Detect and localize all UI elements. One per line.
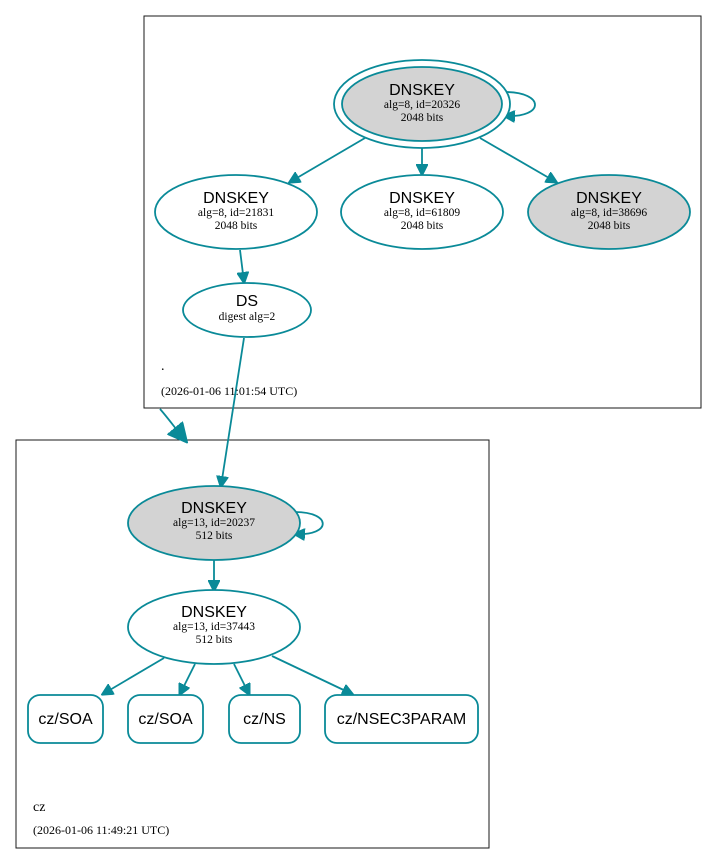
node-root-ksk: DNSKEY alg=8, id=20326 2048 bits bbox=[333, 59, 511, 149]
node-cz-zsk-line-1: alg=13, id=37443 bbox=[173, 621, 255, 633]
node-root-ksk-title: DNSKEY bbox=[389, 82, 455, 99]
node-root-ksk-line-1: alg=8, id=20326 bbox=[384, 99, 460, 111]
node-root-key-38696-line-1: alg=8, id=38696 bbox=[571, 207, 647, 219]
node-cz-soa-1: cz/SOA bbox=[27, 694, 104, 744]
edge-cz-zsk-to-ns bbox=[233, 663, 249, 694]
edge-cz-zsk-to-soa-1 bbox=[103, 657, 165, 694]
zone-root-name: . bbox=[161, 359, 165, 374]
node-cz-nsec3param-label: cz/NSEC3PARAM bbox=[337, 711, 467, 728]
node-root-zsk-21831: DNSKEY alg=8, id=21831 2048 bits bbox=[154, 174, 318, 250]
node-root-zsk-61809-line-1: alg=8, id=61809 bbox=[384, 207, 460, 219]
node-cz-nsec3param: cz/NSEC3PARAM bbox=[324, 694, 479, 744]
node-cz-soa-2: cz/SOA bbox=[127, 694, 204, 744]
edge-21831-to-ds bbox=[240, 249, 244, 282]
node-cz-ksk: DNSKEY alg=13, id=20237 512 bits bbox=[127, 485, 301, 561]
node-cz-zsk-title: DNSKEY bbox=[181, 604, 247, 621]
edge-root-ksk-to-21831 bbox=[290, 137, 366, 182]
node-root-ksk-line-2: 2048 bits bbox=[401, 112, 444, 124]
node-cz-ksk-line-2: 512 bits bbox=[196, 530, 233, 542]
node-root-key-38696: DNSKEY alg=8, id=38696 2048 bits bbox=[527, 174, 691, 250]
node-root-zsk-61809-title: DNSKEY bbox=[389, 190, 455, 207]
node-root-key-38696-line-2: 2048 bits bbox=[588, 220, 631, 232]
zone-cz-name: cz bbox=[33, 800, 45, 815]
self-loop-cz-ksk bbox=[295, 511, 324, 534]
node-cz-ns: cz/NS bbox=[228, 694, 301, 744]
node-root-zsk-61809: DNSKEY alg=8, id=61809 2048 bits bbox=[340, 174, 504, 250]
zone-root-timestamp: (2026-01-06 11:01:54 UTC) bbox=[161, 384, 297, 398]
node-cz-ds-line-1: digest alg=2 bbox=[219, 311, 276, 323]
edge-root-ksk-to-38696 bbox=[479, 137, 556, 182]
node-root-zsk-21831-line-1: alg=8, id=21831 bbox=[198, 207, 274, 219]
node-root-zsk-21831-line-2: 2048 bits bbox=[215, 220, 258, 232]
node-root-key-38696-title: DNSKEY bbox=[576, 190, 642, 207]
zone-cz-timestamp: (2026-01-06 11:49:21 UTC) bbox=[33, 823, 169, 837]
node-cz-ksk-title: DNSKEY bbox=[181, 500, 247, 517]
node-cz-ds-title: DS bbox=[236, 293, 258, 310]
node-cz-soa-2-label: cz/SOA bbox=[138, 711, 193, 728]
node-cz-soa-1-label: cz/SOA bbox=[38, 711, 93, 728]
edge-cz-zsk-to-soa-2 bbox=[180, 663, 196, 694]
node-cz-ds: DS digest alg=2 bbox=[182, 282, 312, 338]
node-root-zsk-61809-line-2: 2048 bits bbox=[401, 220, 444, 232]
node-cz-zsk-line-2: 512 bits bbox=[196, 634, 233, 646]
node-cz-zsk: DNSKEY alg=13, id=37443 512 bits bbox=[127, 589, 301, 665]
self-loop-root-ksk bbox=[505, 91, 536, 116]
edge-cz-zsk-to-nsec3param bbox=[271, 655, 352, 694]
edge-ds-to-cz-ksk bbox=[221, 337, 245, 486]
node-cz-ksk-line-1: alg=13, id=20237 bbox=[173, 517, 255, 529]
delegation-edge bbox=[159, 408, 185, 440]
node-cz-ns-label: cz/NS bbox=[243, 711, 286, 728]
node-root-zsk-21831-title: DNSKEY bbox=[203, 190, 269, 207]
